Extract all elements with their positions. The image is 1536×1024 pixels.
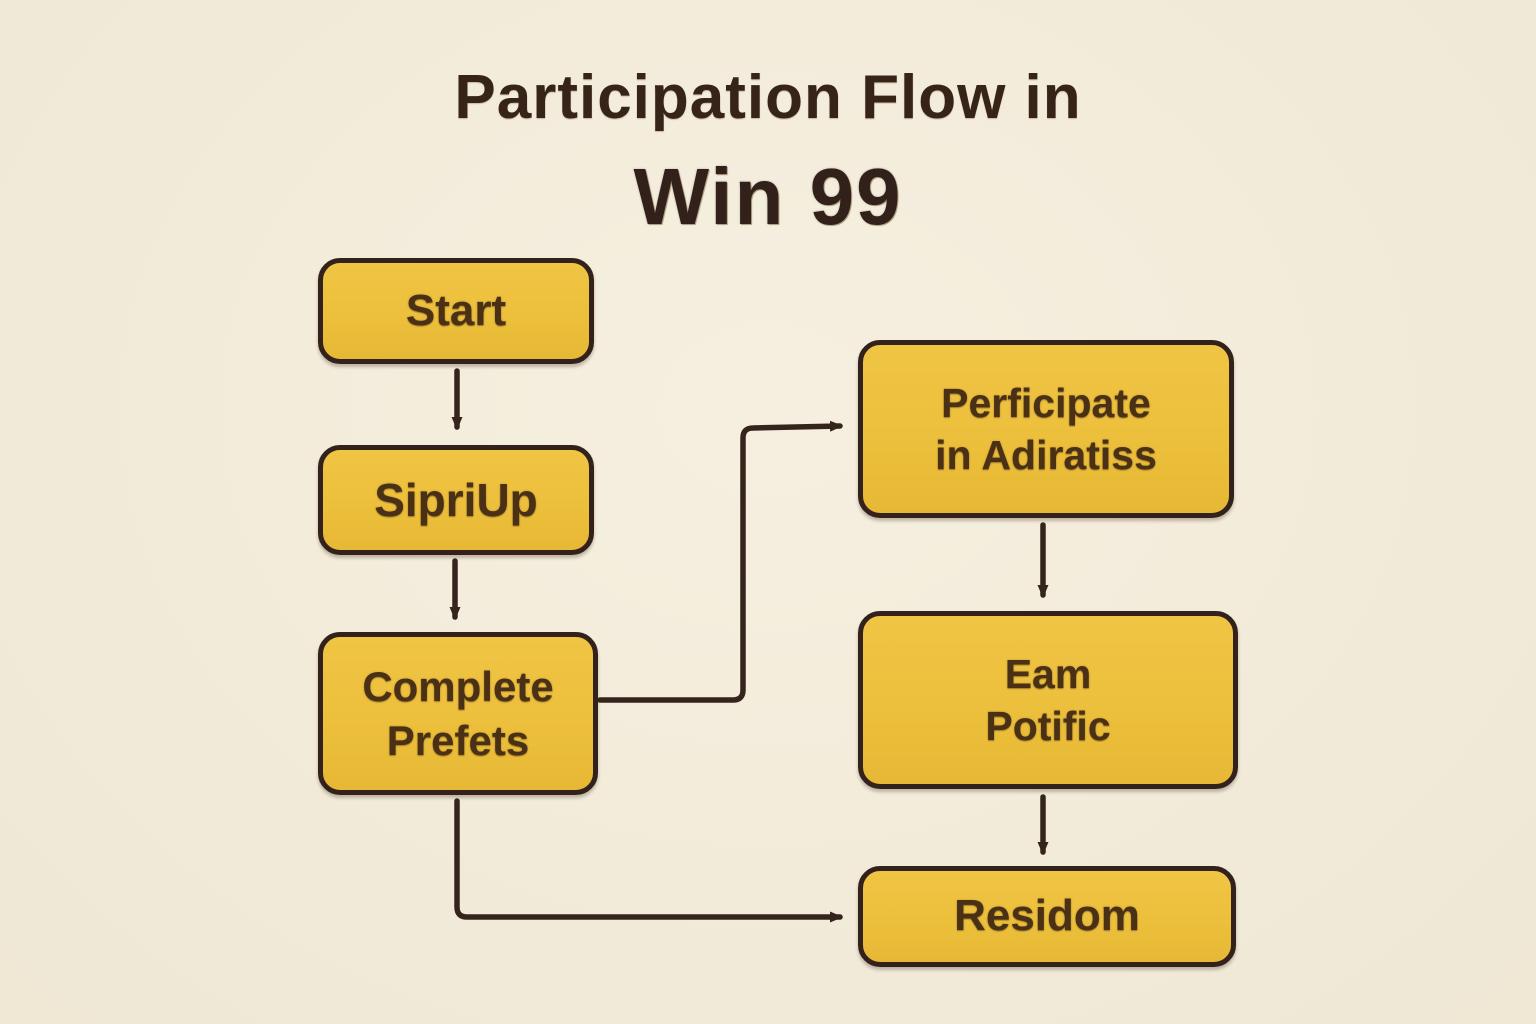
page-title: Participation Flow in Win 99 bbox=[0, 62, 1536, 243]
node-earn-points: Eam Potific bbox=[858, 611, 1238, 789]
title-line1: Participation Flow in bbox=[454, 63, 1082, 132]
edge-complete-to-participate bbox=[597, 420, 843, 703]
node-complete-profile: Complete Prefets bbox=[318, 632, 598, 795]
node-redeem: Residom bbox=[858, 866, 1236, 967]
node-start: Start bbox=[318, 258, 594, 364]
edge-complete-to-redeem bbox=[454, 798, 843, 923]
node-sign-up: SipriUp bbox=[318, 445, 594, 555]
title-line2: Win 99 bbox=[633, 152, 903, 241]
node-participate-activities: Perficipate in Adiratiss bbox=[858, 340, 1234, 518]
